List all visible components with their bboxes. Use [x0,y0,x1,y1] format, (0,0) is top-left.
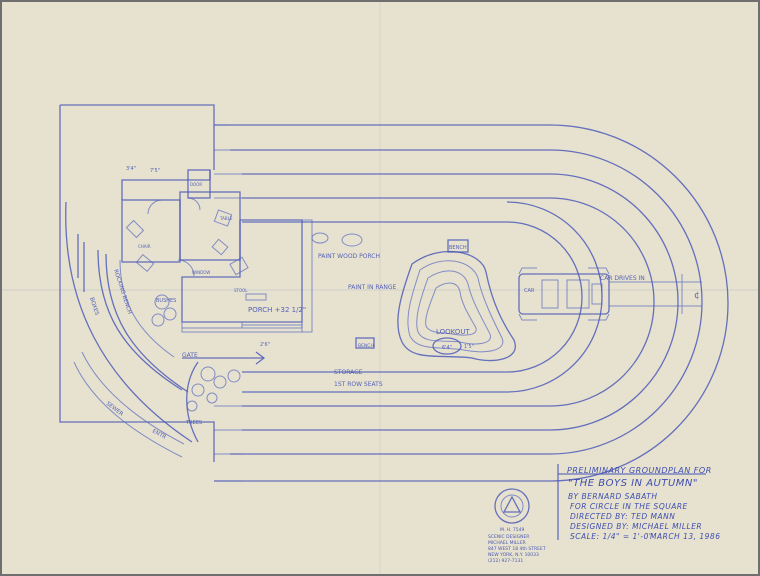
paint-wood-porch-label: PAINT WOOD PORCH [318,253,380,260]
stamp-line-1: M. H. 7549 [500,528,525,533]
car-drives-in-label: CAR DRIVES IN [600,275,645,282]
stool-label: STOOL [234,288,248,293]
boxes-label: BOXES [88,297,100,317]
door-label: DOOR [190,182,202,187]
stamp-line-5: NEW YORK, N.Y. 10033 [488,553,539,558]
entr-label: ENTR [151,428,167,440]
stamp-line-3: MICHAEL MILLER [488,541,526,546]
dimension-d-label: 6'4" [442,345,452,351]
title-block-frame [557,464,706,540]
lookout-rock [397,250,516,362]
storage-label: STORAGE [334,369,363,376]
stamp-line-6: (212) 927-7131 [488,559,524,564]
title-block-title: "THE BOYS IN AUTUMN" [568,478,698,489]
porch-label: PORCH +32 1/2" [248,306,306,314]
dimension-a-label: 3'4" [126,166,136,172]
stamp-line-4: 847 WEST 18 4th STREET [488,547,546,552]
window-label: WINDOW [192,270,210,275]
dimension-b-label: 7'5" [150,168,160,174]
chair-shape [341,233,363,247]
bushes-label: BUSHES [156,298,176,304]
bushes [151,294,241,412]
title-block-date: MARCH 13, 1986 [650,532,721,541]
designer-stamp [494,488,530,524]
car-label: CAR [524,288,535,294]
bench-label: BENCH [449,245,467,251]
path-curve [186,361,199,443]
title-block-venue: FOR CIRCLE IN THE SQUARE [570,502,688,511]
table-label: TABLE [219,216,233,221]
title-block-header: PRELIMINARY GROUNDPLAN FOR [567,466,712,475]
dimension-c-label: 2'6" [260,342,270,348]
title-block-director: DIRECTED BY: TED MANN [570,512,676,521]
title-block-author: BY BERNARD SABATH [568,492,658,501]
title-block-designer: DESIGNED BY: MICHAEL MILLER [570,522,703,531]
stump-shape [311,232,329,244]
walkway [65,201,193,458]
trees-label: TREES [185,420,202,426]
sewer-label: SEWER [105,401,124,418]
title-block-scale: SCALE: 1/4" = 1'-0" [570,532,653,541]
house-plan [121,169,313,333]
center-mark: ¢ [694,291,700,301]
car-outline [518,267,702,321]
outer-wall [59,104,215,462]
bench-shape [355,337,375,349]
seating-rows [214,124,729,482]
lookout-label: LOOKOUT [436,328,471,336]
bench-label-2: BENCH [358,343,374,349]
gate-label: GATE [182,352,198,359]
paint-in-range-label: PAINT IN RANGE [348,284,397,291]
entrance-arrow [182,351,266,365]
stamp-line-2: SCENIC DESIGNER [488,535,530,540]
chair-label: CHAIR [138,244,151,249]
row-seats-label: 1ST ROW SEATS [334,381,383,388]
dimension-e-label: 1'5" [464,344,474,350]
